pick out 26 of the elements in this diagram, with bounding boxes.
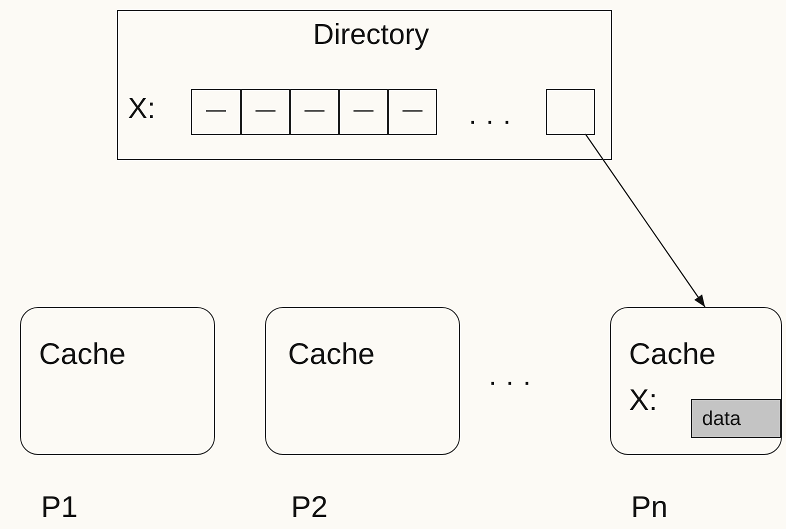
ellipsis: · · ·	[488, 366, 532, 398]
entry-label: X:	[629, 384, 658, 418]
processor-label: P1	[41, 491, 78, 525]
entry-mark: —	[402, 99, 424, 122]
heading: Directory	[313, 19, 430, 52]
data-text: data	[702, 408, 741, 431]
ellipsis: · · ·	[468, 105, 512, 137]
processor-label: Pn	[631, 491, 668, 525]
arrow	[584, 134, 706, 308]
entry-mark: —	[254, 99, 276, 122]
entry-mark: —	[352, 99, 374, 122]
processor-label: P2	[291, 491, 328, 525]
data-block	[691, 399, 781, 438]
heading: Cache	[288, 338, 375, 372]
entry-label: X:	[128, 93, 156, 126]
empty-entry	[546, 89, 595, 135]
directory-entry	[339, 89, 388, 135]
directory-box	[117, 10, 612, 160]
heading: Cache	[39, 338, 126, 372]
heading: Cache	[629, 338, 716, 372]
directory-entry	[191, 89, 241, 135]
directory-entry	[388, 89, 437, 135]
entry-mark: —	[205, 99, 227, 122]
directory-entry	[241, 89, 290, 135]
entry-mark: —	[304, 99, 326, 122]
directory-entry	[290, 89, 339, 135]
